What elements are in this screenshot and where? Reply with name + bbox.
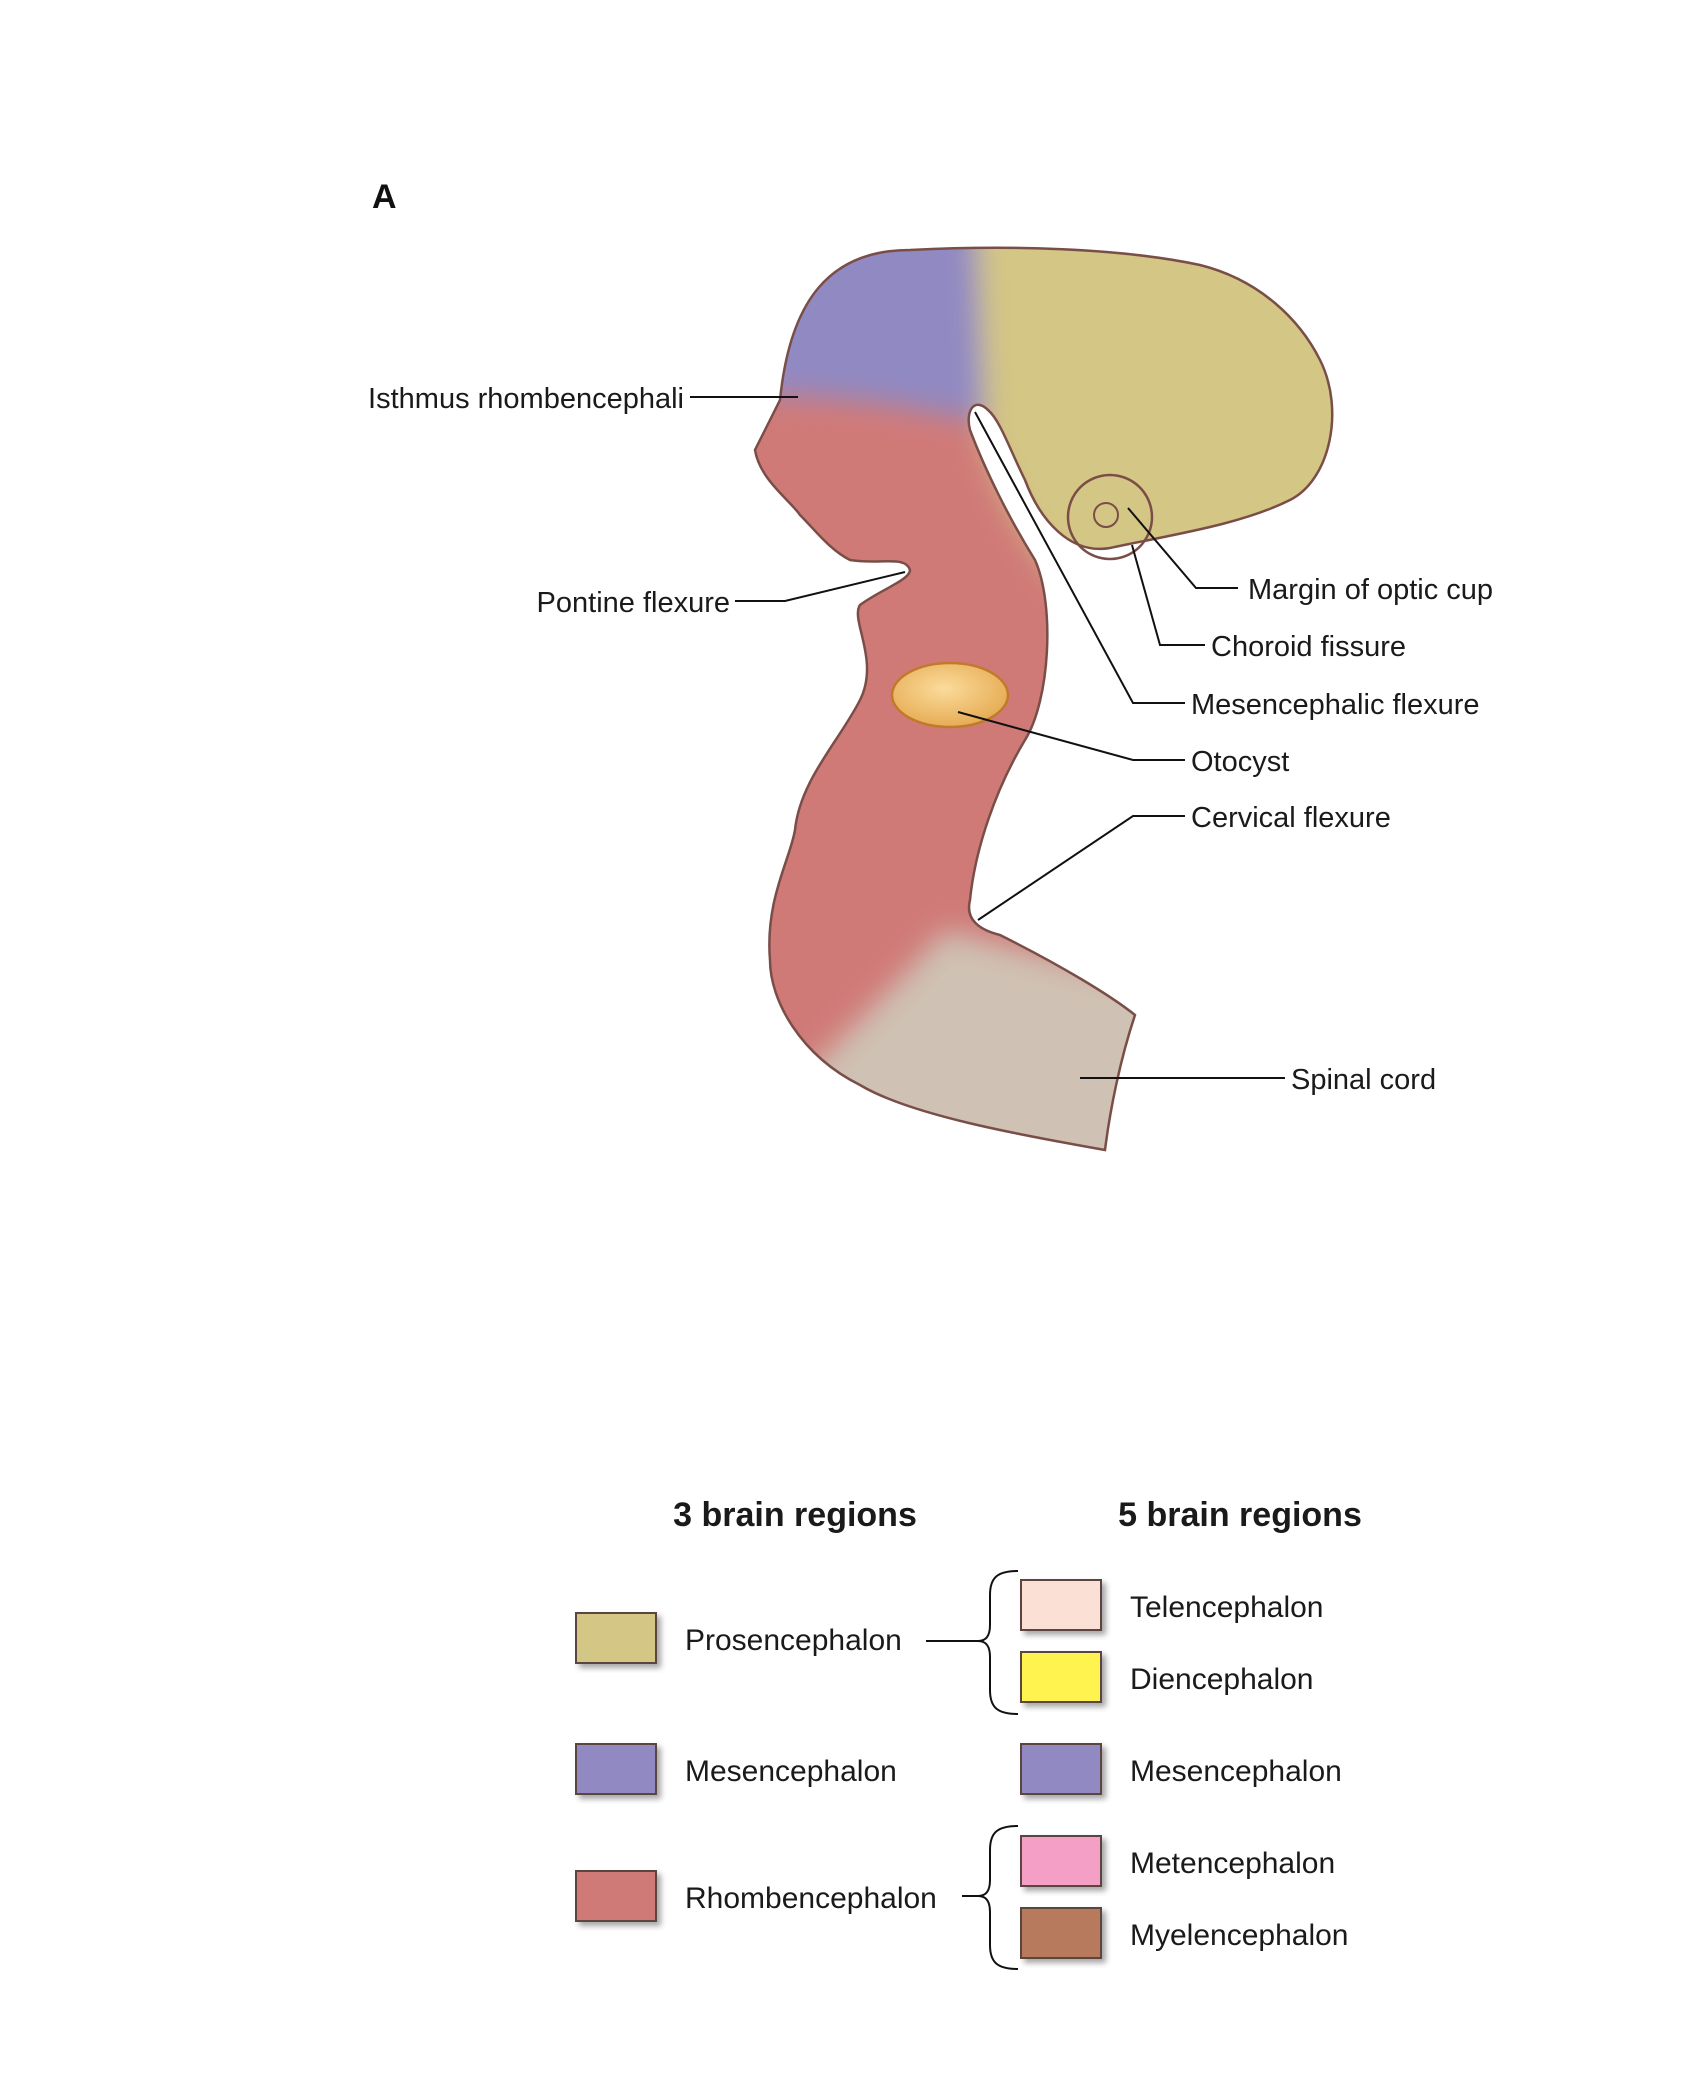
legend-mesencephalon-3: Mesencephalon <box>685 1755 897 1788</box>
label-pontine: Pontine flexure <box>537 587 730 619</box>
leader-pontine <box>735 571 906 602</box>
leader-cervical <box>977 815 1185 921</box>
legend-myelencephalon: Myelencephalon <box>1130 1919 1348 1952</box>
swatch-diencephalon <box>1020 1651 1102 1703</box>
swatch-telencephalon <box>1020 1579 1102 1631</box>
leader-otocyst <box>957 711 1185 761</box>
leader-mesencephalic <box>974 411 1185 704</box>
bracket-prosencephalon <box>926 1570 1019 1715</box>
label-choroid: Choroid fissure <box>1211 631 1406 663</box>
legend-prosencephalon: Prosencephalon <box>685 1624 902 1657</box>
optic-cup-outer <box>1066 473 1154 561</box>
swatch-metencephalon <box>1020 1835 1102 1887</box>
swatch-mesencephalon-5 <box>1020 1743 1102 1795</box>
legend-header-3: 3 brain regions <box>673 1496 917 1534</box>
swatch-rhombencephalon <box>575 1870 657 1922</box>
region-mesencephalon <box>755 247 985 420</box>
optic-cup <box>1066 473 1154 561</box>
label-spinal: Spinal cord <box>1291 1064 1436 1096</box>
label-mesencephalic: Mesencephalic flexure <box>1191 689 1480 721</box>
leader-optic-cup <box>1127 507 1238 589</box>
legend-mesencephalon-5: Mesencephalon <box>1130 1755 1342 1788</box>
legend-telencephalon: Telencephalon <box>1130 1591 1324 1624</box>
label-cervical: Cervical flexure <box>1191 802 1391 834</box>
legend-rhombencephalon: Rhombencephalon <box>685 1882 937 1915</box>
panel-letter: A <box>372 178 397 216</box>
brain-outline <box>753 246 1334 1152</box>
legend-metencephalon: Metencephalon <box>1130 1847 1335 1880</box>
bracket-rhombencephalon <box>962 1825 1019 1970</box>
label-optic-cup: Margin of optic cup <box>1248 574 1493 606</box>
swatch-mesencephalon-3 <box>575 1743 657 1795</box>
label-isthmus: Isthmus rhombencephali <box>368 383 684 415</box>
region-prosencephalon <box>975 247 1333 580</box>
label-otocyst: Otocyst <box>1191 746 1289 778</box>
leader-lines <box>690 396 1285 1079</box>
optic-cup-inner <box>1093 502 1119 528</box>
structure-labels: Isthmus rhombencephali Pontine flexure M… <box>368 383 1493 1096</box>
leader-choroid <box>1131 544 1205 646</box>
swatch-myelencephalon <box>1020 1907 1102 1959</box>
otocyst-shape <box>890 661 1010 729</box>
legend-diencephalon: Diencephalon <box>1130 1663 1313 1696</box>
legend-header-5: 5 brain regions <box>1118 1496 1362 1534</box>
legend: 3 brain regions 5 brain regions Prosence… <box>575 1496 1362 1970</box>
swatch-prosencephalon <box>575 1612 657 1664</box>
